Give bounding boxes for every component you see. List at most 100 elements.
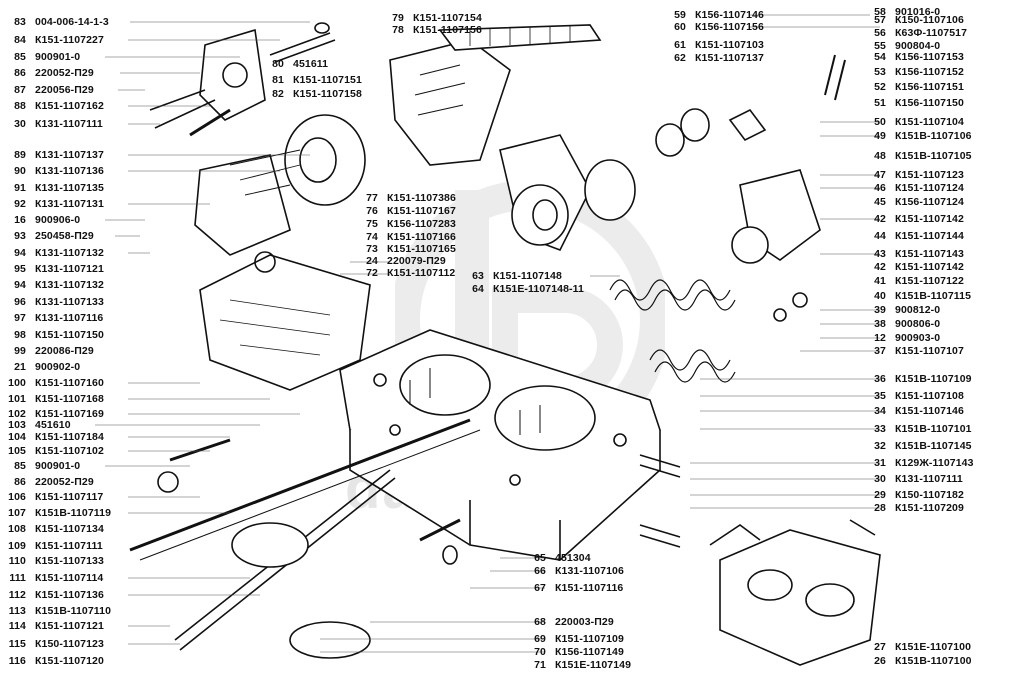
part-number: 87 [14,84,26,96]
part-label: 51 К156-1107150 [860,97,964,109]
part-number: 61 [674,39,686,51]
part-code: К151Е-1107149 [555,659,632,671]
part-number: 65 [534,552,546,564]
part-code: К156-1107149 [555,646,624,658]
part-code: К156-1107150 [895,97,964,109]
part-number: 28 [874,502,886,514]
part-number: 74 [366,231,378,243]
part-code: К131-1107137 [35,149,104,161]
part-number: 92 [14,198,26,210]
part-code: К131-1107135 [35,182,104,194]
part-code: К151-1107121 [35,620,104,632]
part-number: 32 [874,440,886,452]
part-label: 48 К151В-1107105 [860,150,972,162]
part-number: 94 [14,279,26,291]
part-code: К151В-1107145 [895,440,972,452]
part-code: К156-1107124 [895,196,964,208]
part-code: К151-1107104 [895,116,964,128]
part-number: 51 [874,97,886,109]
part-number: 42 [874,261,886,273]
part-number: 56 [874,27,886,39]
part-code: К151В-1107119 [35,507,112,519]
part-code: К151В-1107115 [895,290,972,302]
part-number: 115 [8,638,26,650]
part-code: К151-1107103 [695,39,764,51]
part-code: К151-1107162 [35,100,104,112]
part-number: 30 [874,473,886,485]
part-code: К151-1107112 [387,267,456,279]
part-number: 55 [874,40,886,52]
part-number: 97 [14,312,26,324]
part-number: 111 [9,572,26,584]
part-code: К131-1107111 [895,473,963,485]
part-code: К151В-1107105 [895,150,972,162]
part-code: К131-1107131 [35,198,104,210]
part-number: 108 [8,523,26,535]
part-number: 12 [874,332,886,344]
part-number: 102 [8,408,26,420]
part-number: 53 [874,66,886,78]
part-number: 68 [534,616,546,628]
part-code: 220052-П29 [35,67,94,79]
part-number: 75 [366,218,378,230]
part-code: К151-1107169 [35,408,104,420]
part-code: К156-1107151 [895,81,964,93]
part-number: 101 [8,393,26,405]
part-code: К151-1107150 [35,329,104,341]
throttle-shafts [129,418,481,659]
part-code: 220079-П29 [387,255,446,267]
part-code: К151-1107154 [413,12,482,24]
part-number: 62 [674,52,686,64]
part-number: 83 [14,16,26,28]
part-number: 37 [874,345,886,357]
part-code: К151-1107134 [35,523,104,535]
part-code: К151-1107158 [293,88,362,100]
part-code: К151-1107184 [35,431,104,443]
part-code: 451611 [293,58,329,70]
part-code: К156-1107156 [695,21,764,33]
part-number: 30 [14,118,26,130]
part-number: 48 [874,150,886,162]
part-number: 63 [472,270,484,282]
part-code: К151-1107111 [35,540,103,552]
part-number: 91 [14,182,26,194]
part-code: К131-1107132 [35,279,104,291]
part-number: 49 [874,130,886,142]
part-number: 73 [366,243,378,255]
part-label: 102 К151-1107169 [0,408,104,420]
part-code: 900804-0 [895,40,941,52]
carburetor-body [339,329,661,561]
part-code: 900902-0 [35,361,81,373]
part-number: 82 [272,88,284,100]
part-code: К151В-1107101 [895,423,972,435]
part-number: 60 [674,21,686,33]
part-code: 900812-0 [895,304,941,316]
part-number: 77 [366,192,378,204]
part-number: 29 [874,489,886,501]
